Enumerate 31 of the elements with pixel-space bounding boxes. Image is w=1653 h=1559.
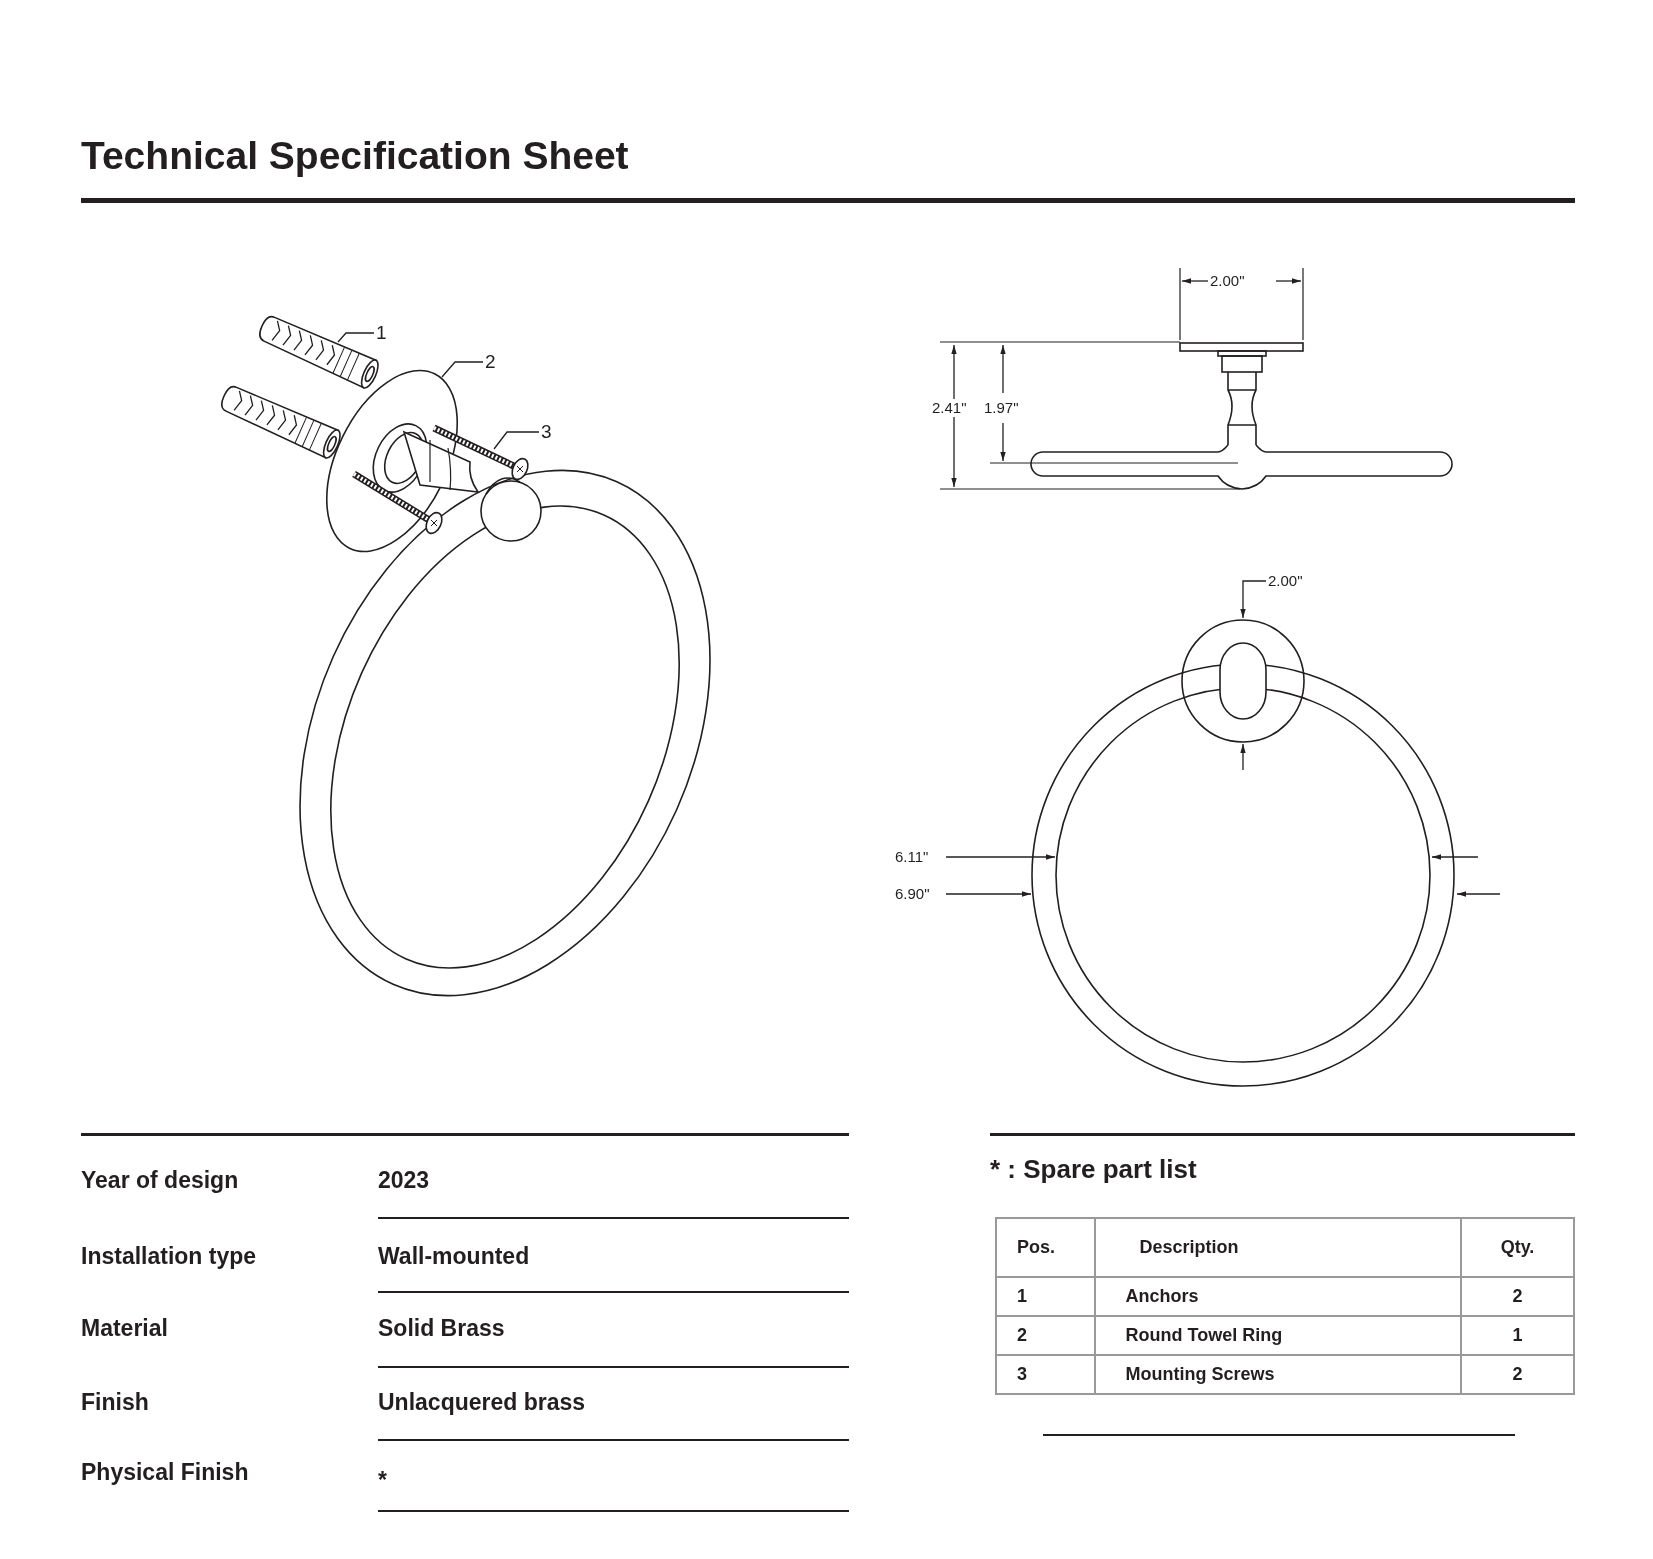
callout-number: 3 [541,421,552,443]
spec-value: Unlacquered brass [378,1388,586,1416]
table-cell: 1 [1460,1316,1574,1355]
spec-label: Installation type [81,1242,257,1270]
leader-line [337,332,375,343]
spec-value: 2023 [378,1166,430,1194]
spec-value: * [378,1466,387,1494]
sheet-title: Technical Specification Sheet [81,134,629,178]
spec-label: Year of design [81,1166,239,1194]
spec-value: Solid Brass [378,1314,505,1342]
column-header: Qty. [1460,1218,1574,1277]
spec-label: Finish [81,1388,149,1416]
table-cell: 1 [996,1277,1095,1316]
spec-label: Physical Finish [81,1458,249,1486]
spec-value: Wall-mounted [378,1242,530,1270]
table-cell: 2 [1460,1355,1574,1394]
table-cell: 3 [996,1355,1095,1394]
spec-label: Material [81,1314,168,1342]
callout-number: 2 [485,351,496,373]
column-header: Pos. [996,1218,1095,1277]
table-cell: Mounting Screws [1094,1355,1461,1394]
column-header: Description [1094,1218,1461,1277]
table-cell: 2 [1460,1277,1574,1316]
leader-line [493,431,540,450]
callout-number: 1 [376,322,387,344]
table-cell: Round Towel Ring [1094,1316,1461,1355]
section-heading: * : Spare part list [990,1155,1197,1183]
leader-line [441,361,484,378]
dimension-label: 2.41" [930,399,969,417]
table-cell: Anchors [1094,1277,1461,1316]
table-cell: 2 [996,1316,1095,1355]
